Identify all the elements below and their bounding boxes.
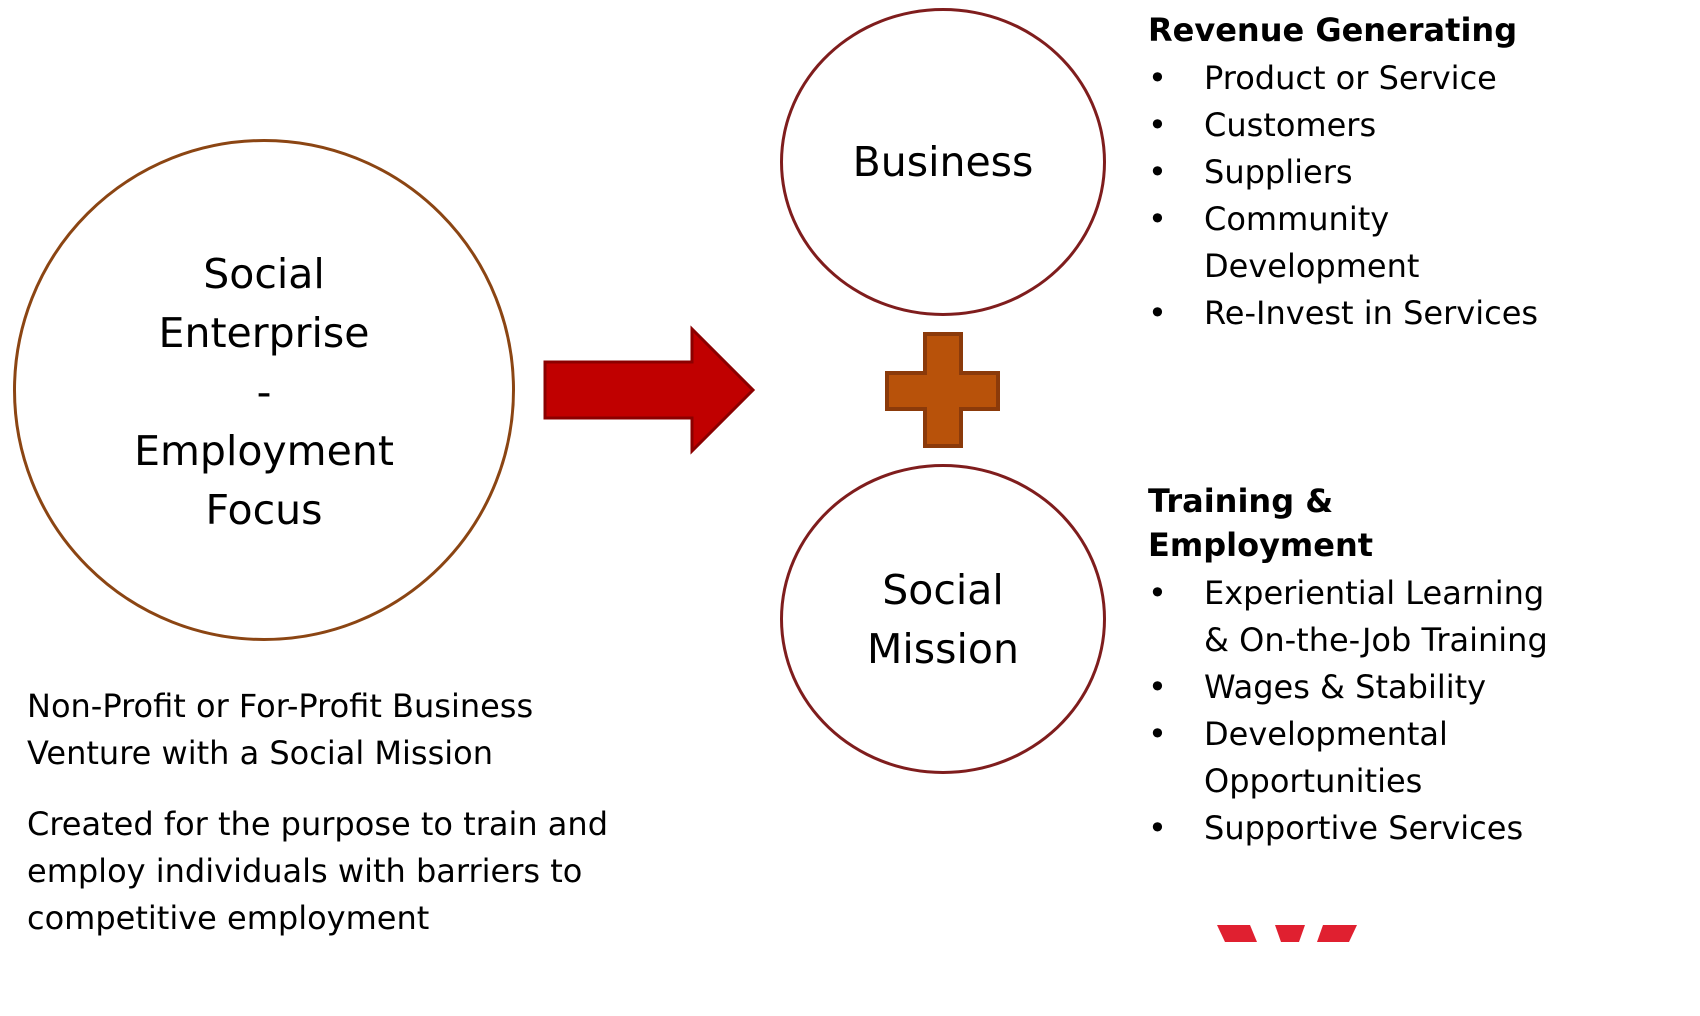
logo-stroke-2	[1275, 925, 1305, 942]
revenue-generating-list: Revenue Generating Product or Service Cu…	[1148, 8, 1568, 337]
social-mission-line-1: Social	[882, 566, 1004, 614]
logo-stroke-1	[1217, 925, 1257, 942]
plus-icon	[885, 332, 1000, 448]
list-item: Community Development	[1148, 196, 1568, 290]
list-item: Customers	[1148, 102, 1568, 149]
list-item: Wages & Stability	[1148, 664, 1568, 711]
social-mission-label: Social Mission	[780, 561, 1106, 679]
social-enterprise-label: Social Enterprise - Employment Focus	[13, 245, 515, 540]
social-enterprise-circle	[13, 139, 515, 641]
list-item: Re-Invest in Services	[1148, 290, 1568, 337]
plus-shape	[885, 332, 1000, 448]
list-item: Product or Service	[1148, 55, 1568, 102]
logo-stroke-3	[1317, 925, 1357, 942]
revenue-items: Product or Service Customers Suppliers C…	[1148, 55, 1568, 337]
arrow-shape	[543, 325, 756, 455]
list-item: Suppliers	[1148, 149, 1568, 196]
social-enterprise-line-1: Social	[203, 250, 325, 298]
business-circle	[780, 8, 1106, 316]
revenue-generating-title: Revenue Generating	[1148, 11, 1518, 49]
social-enterprise-line-3: -	[256, 368, 272, 416]
w-logo-icon	[1217, 925, 1357, 942]
training-items: Experiential Learning & On-the-Job Train…	[1148, 570, 1568, 852]
training-employment-list: Training & Employment Experiential Learn…	[1148, 479, 1568, 852]
social-enterprise-line-2: Enterprise	[158, 309, 370, 357]
list-item: Experiential Learning & On-the-Job Train…	[1148, 570, 1568, 664]
social-enterprise-line-4: Employment	[134, 427, 394, 475]
social-enterprise-line-5: Focus	[205, 486, 323, 534]
list-item: Supportive Services	[1148, 805, 1568, 852]
list-item: Developmental Opportunities	[1148, 711, 1568, 805]
business-label-text: Business	[852, 138, 1034, 186]
business-label: Business	[780, 133, 1106, 192]
right-arrow-icon	[543, 325, 756, 455]
social-mission-line-2: Mission	[867, 625, 1019, 673]
description-paragraph-2: Created for the purpose to train and emp…	[27, 805, 608, 937]
training-employment-title: Training & Employment	[1148, 482, 1374, 564]
description-paragraph-1: Non-Profit or For-Profit Business Ventur…	[27, 687, 534, 772]
social-mission-circle	[780, 464, 1106, 774]
